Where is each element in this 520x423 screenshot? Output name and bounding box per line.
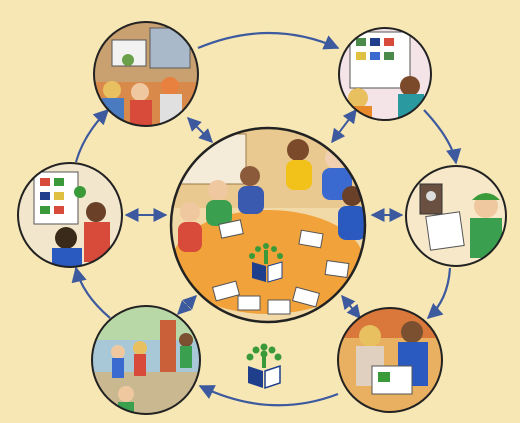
arrow-left-to-top-left [74,108,110,163]
arrow-top [197,31,340,50]
scene-top-right [338,27,432,121]
radial-arrow-bottom-left [177,295,197,315]
radial-arrow-top-left [187,117,213,143]
arrow-top-right-to-right [423,109,462,165]
scene-bottom-left [91,305,201,415]
eco-logo [246,343,282,390]
radial-arrows [124,108,404,320]
arrow-bottom [198,385,339,407]
center-meeting-scene [169,126,367,324]
cycle-arrows [71,31,462,407]
arrow-right-to-bottom-right [426,267,452,320]
scene-right [405,165,507,267]
eco-logo-table [249,243,283,283]
radial-arrow-bottom-right [341,294,361,320]
scene-bottom-right [337,307,443,413]
scene-left [17,162,123,268]
radial-arrow-top-right [331,108,357,144]
arrow-bottom-left-to-left [71,266,111,319]
scene-top-left [93,21,199,127]
